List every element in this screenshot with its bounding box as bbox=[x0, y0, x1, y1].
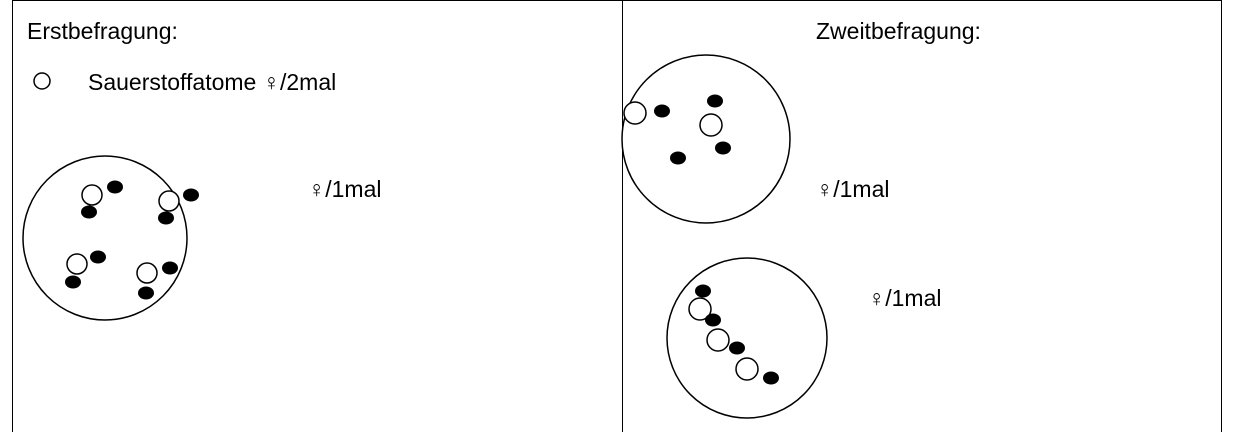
right-heading: Zweitbefragung: bbox=[816, 18, 981, 44]
survey-table bbox=[12, 0, 1222, 432]
dark-atom bbox=[707, 94, 723, 108]
dark-atom bbox=[138, 286, 154, 300]
right-top-dark-atoms bbox=[654, 94, 731, 165]
dark-atom bbox=[65, 275, 81, 289]
dark-atom bbox=[158, 211, 174, 225]
dark-atom bbox=[107, 180, 123, 194]
oxygen-atom bbox=[136, 262, 158, 284]
right-label-bottom: ♀/1mal bbox=[868, 285, 942, 311]
right-top-container-circle bbox=[621, 54, 791, 224]
dark-atom bbox=[162, 261, 178, 275]
column-divider bbox=[622, 0, 623, 432]
legend-text: Sauerstoffatome ♀/2mal bbox=[88, 69, 337, 95]
oxygen-atom bbox=[706, 328, 730, 352]
left-count-label: ♀/1mal bbox=[308, 176, 382, 202]
dark-atom bbox=[670, 151, 686, 165]
dark-atom bbox=[183, 188, 199, 202]
right-label-top: ♀/1mal bbox=[816, 176, 890, 202]
dark-atom bbox=[763, 371, 779, 385]
right-bottom-container-circle bbox=[666, 257, 828, 419]
dark-atom bbox=[715, 141, 731, 155]
right-bottom-oxygen-atoms bbox=[688, 297, 759, 381]
dark-atom bbox=[654, 104, 670, 118]
right-bottom-dark-atoms bbox=[695, 284, 779, 385]
oxygen-atom bbox=[699, 113, 723, 137]
oxygen-atom bbox=[688, 297, 712, 321]
dark-atom bbox=[90, 250, 106, 264]
oxygen-atom bbox=[623, 101, 647, 125]
dark-atom bbox=[81, 205, 97, 219]
left-dark-atoms bbox=[65, 180, 199, 300]
oxygen-atom bbox=[66, 253, 88, 275]
dark-atom bbox=[695, 284, 711, 298]
legend-oxygen-icon bbox=[33, 72, 51, 90]
oxygen-atom bbox=[735, 357, 759, 381]
dark-atom bbox=[705, 313, 721, 327]
oxygen-atom bbox=[81, 184, 103, 206]
dark-atom bbox=[729, 341, 745, 355]
left-oxygen-atoms bbox=[66, 184, 180, 284]
oxygen-atom bbox=[158, 190, 180, 212]
left-heading: Erstbefragung: bbox=[27, 18, 178, 44]
left-container-circle bbox=[22, 155, 188, 321]
right-top-oxygen-atoms bbox=[623, 101, 723, 137]
